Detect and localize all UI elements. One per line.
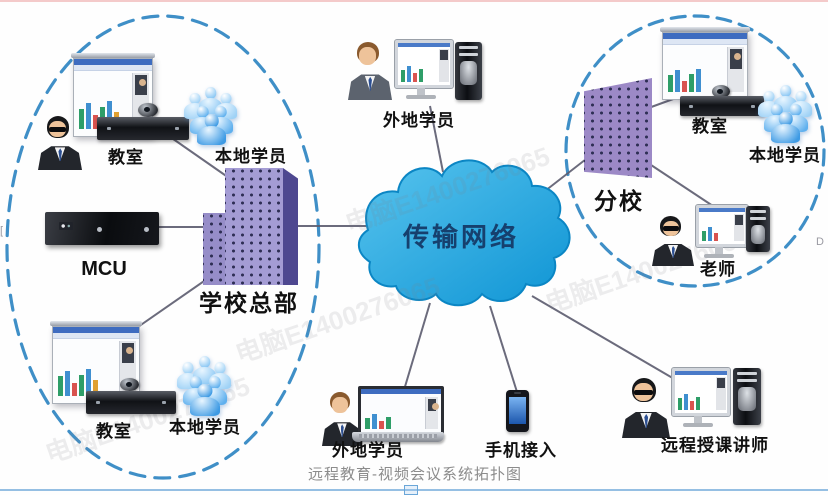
codec-device-icon [680, 96, 764, 116]
video-thumbnail [122, 343, 134, 363]
ptz-camera-icon [120, 378, 139, 391]
screen-chart [668, 69, 701, 92]
hq-building-tower [225, 168, 283, 285]
projection-screen [659, 27, 751, 100]
attendee-person-icon [38, 116, 82, 170]
monitor-stand [683, 416, 713, 427]
teacher-label: 老师 [700, 260, 736, 279]
screen-titlebar [74, 59, 152, 65]
monitor-icon [695, 204, 749, 248]
screen-titlebar [53, 327, 139, 333]
right-edge-mark: D [816, 236, 824, 248]
link-cloud-remote-student-bottom [403, 302, 431, 391]
remote-student-top-label: 外地学员 [383, 111, 455, 130]
bottom-edge-line [0, 489, 828, 491]
hq-building-side [283, 168, 298, 285]
local-students-top-icon [184, 87, 238, 145]
laptop-video-panel [425, 397, 439, 429]
remote-student-bottom-icon [322, 392, 362, 446]
remote-student-top-icon [348, 42, 392, 100]
diagram-caption: 远程教育-视频会议系统拓扑图 [308, 466, 522, 483]
link-hq-classroom-top [165, 133, 233, 181]
video-thumbnail [135, 75, 147, 95]
monitor-stand [406, 88, 436, 99]
ptz-camera-icon [712, 85, 730, 98]
sunglasses-icon [662, 226, 679, 231]
network-cloud [357, 159, 571, 307]
laptop-screen-icon [358, 386, 444, 435]
pc-tower-icon [455, 42, 482, 100]
branch-building [584, 78, 652, 178]
lecturer-person-icon [622, 378, 670, 438]
branch-classroom-label: 教室 [692, 117, 728, 136]
branch-building-label: 分校 [594, 188, 644, 214]
laptop-base-icon [352, 432, 444, 442]
monitor-icon [671, 367, 731, 417]
link-cloud-mobile [489, 305, 518, 393]
codec-device-icon [86, 391, 176, 414]
screen-titlebar [663, 33, 747, 39]
local-students-bottom-label: 本地学员 [169, 418, 241, 437]
branch-group-ellipse [564, 14, 826, 288]
branch-students-icon [758, 85, 813, 143]
screen-toolbar [663, 39, 747, 45]
screen-toolbar [53, 333, 139, 339]
mobile-access-label: 手机接入 [485, 441, 557, 460]
branch-students-label: 本地学员 [749, 146, 821, 165]
classroom-top-label: 教室 [108, 148, 144, 167]
mcu-label: MCU [81, 258, 127, 280]
link-remote-student-top-cloud [429, 105, 444, 173]
caption-anchor-box [404, 485, 418, 495]
left-edge-mark: [ [0, 225, 4, 237]
screen-rail [49, 321, 143, 326]
top-edge-line [0, 0, 828, 2]
monitor-icon [394, 39, 454, 89]
local-students-top-label: 本地学员 [215, 147, 287, 166]
remote-lecturer-label: 远程授课讲师 [661, 436, 769, 455]
link-branch-teacher [647, 162, 717, 209]
classroom-bottom-label: 教室 [96, 422, 132, 441]
hq-building-label: 学校总部 [199, 290, 299, 316]
link-cloud-lecturer [531, 295, 677, 381]
mobile-phone-icon [506, 390, 529, 432]
codec-device-icon [97, 117, 189, 140]
local-students-bottom-icon [177, 356, 232, 416]
ptz-camera-icon [138, 103, 158, 117]
teacher-person-icon [652, 216, 694, 266]
remote-student-bottom-label: 外地学员 [332, 441, 404, 460]
sunglasses-icon [634, 390, 653, 396]
headquarters-group-ellipse [5, 14, 321, 480]
pc-tower-icon [746, 206, 770, 252]
screen-video-panel [727, 47, 744, 92]
pc-tower-icon [733, 368, 761, 425]
screen-toolbar [74, 65, 152, 71]
screen-rail [659, 27, 751, 32]
network-cloud-label: 传输网络 [402, 222, 519, 252]
screen-rail [70, 53, 156, 58]
sunglasses-icon [49, 126, 67, 132]
mcu-device-icon [45, 212, 159, 245]
video-thumbnail [730, 49, 742, 69]
monitor-stand [704, 247, 734, 258]
screen-chart [58, 369, 98, 396]
laptop-chart [365, 414, 391, 429]
